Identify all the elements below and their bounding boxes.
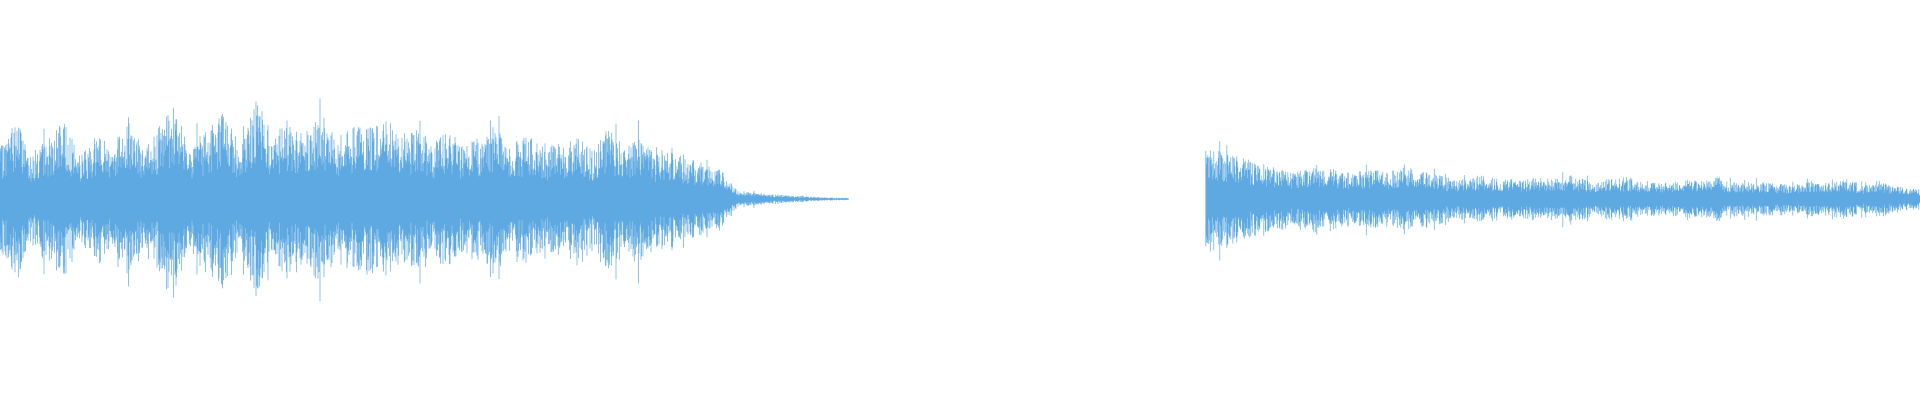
waveform-trace bbox=[0, 98, 849, 301]
waveform-trace bbox=[1205, 141, 1920, 261]
waveform-segment-2 bbox=[1205, 141, 1920, 261]
waveform-segment-1 bbox=[0, 98, 849, 301]
